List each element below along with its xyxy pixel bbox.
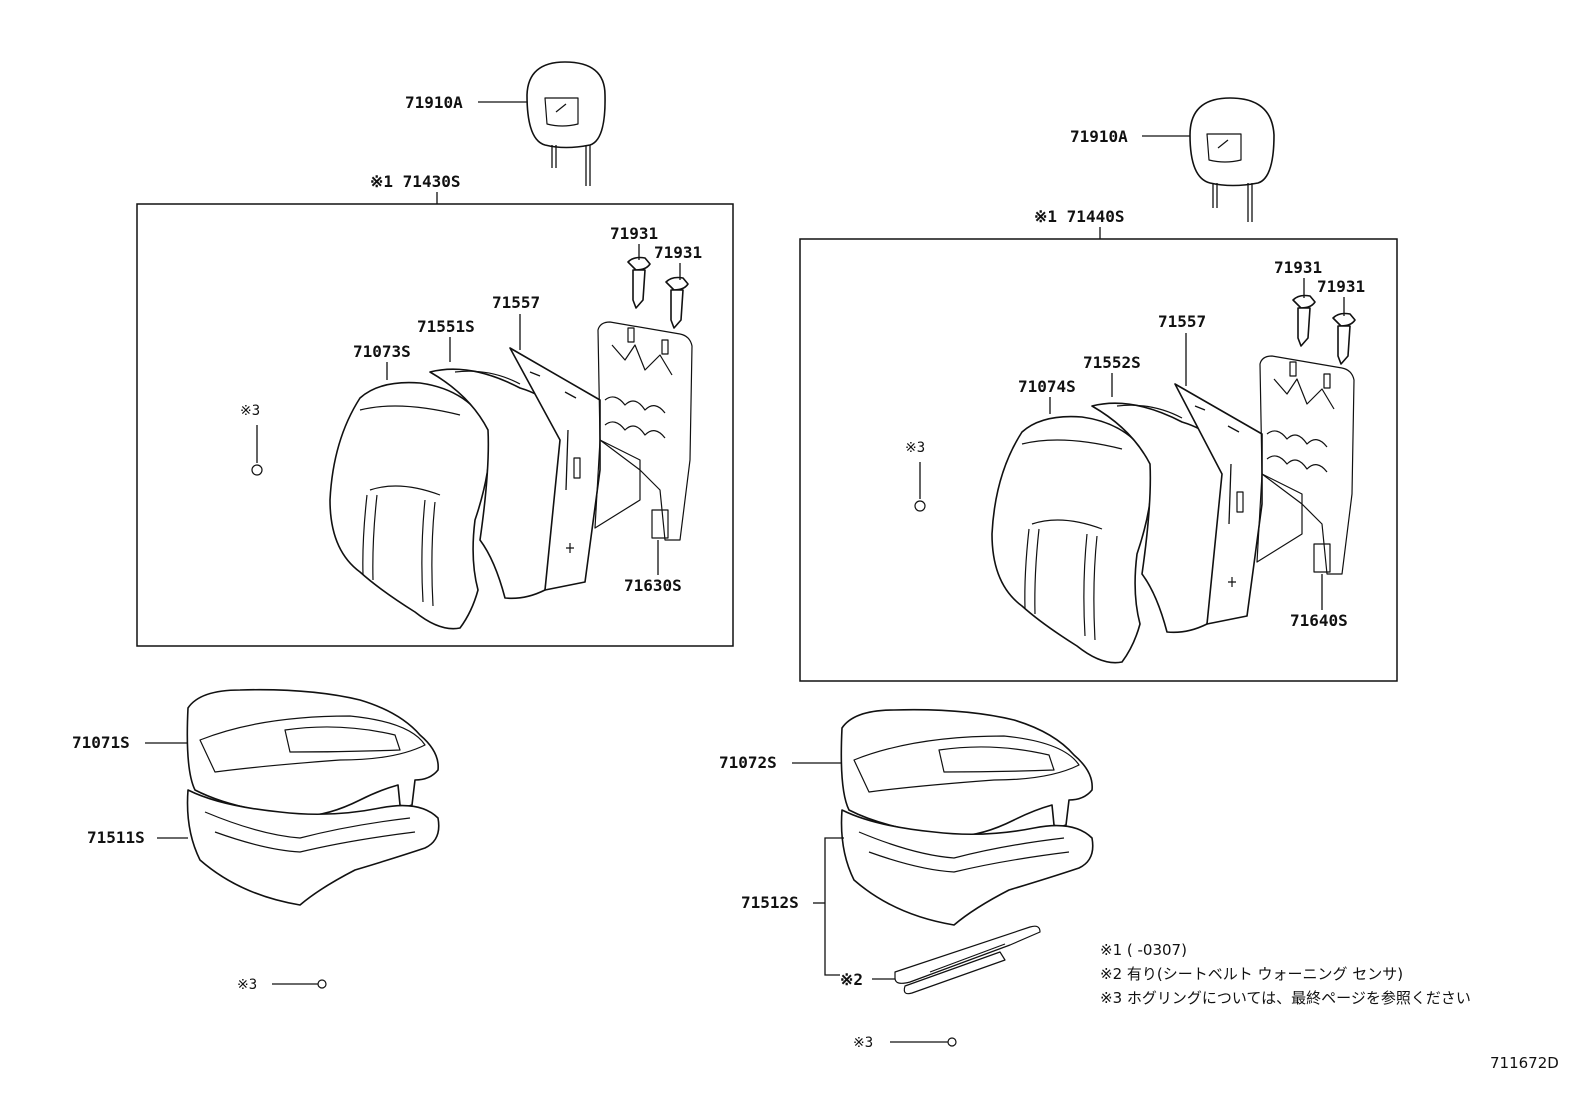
headrest-support-left-1 [627,256,651,309]
diagram-id: 711672D [1490,1054,1559,1072]
label-board-left: 71557 [492,293,540,312]
note-2: ※2 有り(シートベルト ウォーニング センサ) [1100,965,1403,983]
label-cover-right: 71074S [1018,377,1076,396]
label-support-left-1: 71931 [610,224,658,243]
label-support-right-1: 71931 [1274,258,1322,277]
label-ring-bottom-right: ※3 [853,1035,873,1051]
label-ring-right: ※3 [905,440,925,456]
back-assy-left-box [136,203,734,647]
seatback-frame-left [594,321,693,541]
seat-cushion-cover-left [186,688,439,817]
label-headrest-left: 71910A [405,93,463,112]
headrest-support-right-2 [1332,312,1356,365]
seatback-pad-right [1091,402,1225,634]
label-cushion-pad-left: 71511S [87,828,145,847]
label-frame-right: 71640S [1290,611,1348,630]
label-headrest-right: 71910A [1070,127,1128,146]
headrest-right [1189,97,1275,222]
label-sensor: ※2 [840,970,863,989]
label-support-left-2: 71931 [654,243,702,262]
hog-ring-left [251,464,263,476]
label-back-assy-left: ※1 71430S [370,172,460,191]
hog-ring-bottom-left [317,979,327,989]
seatback-frame-right [1256,355,1355,575]
label-back-assy-right: ※1 71440S [1034,207,1124,226]
seatback-board-right [1174,383,1263,625]
label-cover-left: 71073S [353,342,411,361]
note-1: ※1 ( -0307) [1100,941,1187,959]
seatback-cover-right [991,415,1154,664]
hog-ring-bottom-right [947,1037,957,1047]
seatback-cover-left [329,381,492,630]
label-frame-left: 71630S [624,576,682,595]
seat-cushion-pad-right [840,809,1094,926]
note-3: ※3 ホグリングについては、最終ページを参照ください [1100,989,1471,1007]
label-pad-right: 71552S [1083,353,1141,372]
seatbelt-sensor [894,925,1041,995]
headrest-support-right-1 [1292,294,1316,347]
label-support-right-2: 71931 [1317,277,1365,296]
label-ring-bottom-left: ※3 [237,977,257,993]
label-board-right: 71557 [1158,312,1206,331]
label-ring-left: ※3 [240,403,260,419]
label-cushion-cover-right: 71072S [719,753,777,772]
hog-ring-right [914,500,926,512]
label-cushion-cover-left: 71071S [72,733,130,752]
headrest-support-left-2 [665,276,689,329]
headrest-left [526,61,606,186]
back-assy-right-box [799,238,1398,682]
label-cushion-pad-right: 71512S [741,893,799,912]
footnotes: ※1 ( -0307) ※2 有り(シートベルト ウォーニング センサ) ※3 … [1100,941,1471,1007]
label-pad-left: 71551S [417,317,475,336]
seat-cushion-cover-right [840,708,1093,837]
seatback-pad-left [429,368,563,600]
seatback-board-left [509,347,601,591]
seat-cushion-pad-left [186,789,440,906]
